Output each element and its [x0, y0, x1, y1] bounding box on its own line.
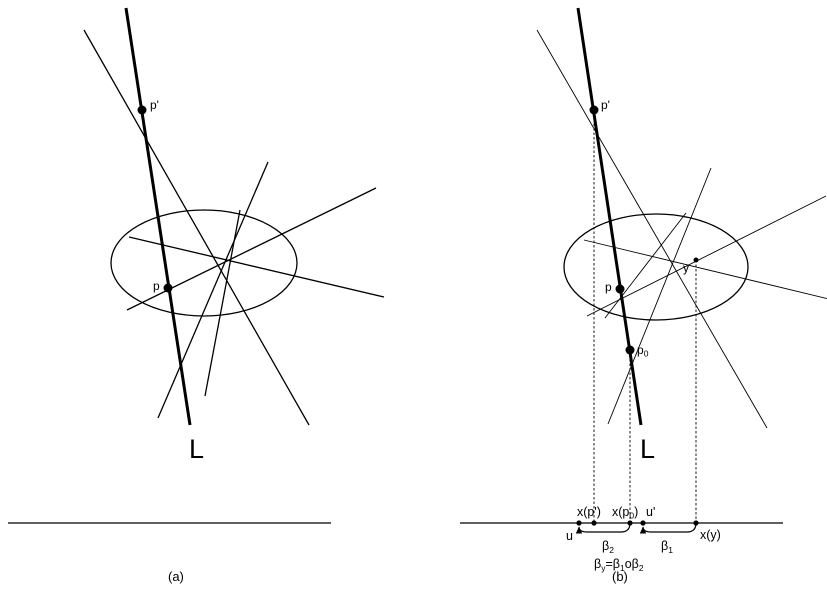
line-family: [83, 29, 385, 426]
point-p-prime: [589, 105, 599, 115]
axis-label-u-prime: u': [646, 505, 655, 519]
axis-point-u: [576, 520, 582, 526]
label-y: y: [683, 261, 689, 275]
panel-b: p' p p0 y L x(p') x(p0) u' u x(y) β2 β1 …: [460, 7, 827, 584]
axis-point-u-prime: [640, 520, 646, 526]
line-through-y-1: [586, 195, 827, 317]
label-p0: p0: [637, 343, 649, 359]
label-p: p: [153, 279, 160, 293]
label-p-prime: p': [150, 98, 159, 112]
point-p0: [625, 345, 635, 355]
neighborhood-ellipse: [110, 209, 298, 317]
point-p-prime: [137, 105, 147, 115]
axis-label-u: u: [566, 529, 573, 543]
label-beta2: β2: [602, 539, 614, 555]
line-L: [576, 7, 643, 426]
axis-label-x-y: x(y): [700, 528, 721, 542]
line-through-p0: [607, 167, 712, 425]
axis-label-x-p-prime: x(p'): [577, 505, 601, 519]
point-p: [615, 284, 625, 294]
label-L: L: [189, 434, 204, 464]
line-through-y-2: [583, 239, 827, 300]
line-L: [124, 7, 192, 426]
label-beta1: β1: [661, 539, 673, 555]
panel-a: p' p L (a): [8, 7, 385, 584]
projection-lines: [593, 110, 697, 523]
arrow-beta2: [575, 522, 631, 534]
caption-b: (b): [612, 569, 628, 584]
point-y: [693, 257, 699, 263]
line-through-p-1: [157, 161, 269, 419]
line-family: [536, 29, 827, 429]
neighborhood-ellipse: [563, 213, 749, 321]
label-beta-y-composition: βy=β1oβ2: [594, 557, 644, 573]
line-through-p-prime-1: [83, 29, 310, 426]
label-p: p: [605, 280, 612, 294]
point-p: [163, 283, 173, 293]
line-through-p-4: [128, 236, 385, 298]
axis-point-x-p-prime: [591, 520, 597, 526]
line-through-p-2: [204, 209, 241, 397]
arrow-beta1: [639, 522, 697, 534]
label-p-prime: p': [601, 98, 610, 112]
caption-a: (a): [168, 569, 184, 584]
label-L: L: [640, 434, 655, 464]
axis-label-x-p0: x(p0): [612, 505, 638, 521]
line-through-p-prime-1: [536, 29, 768, 429]
